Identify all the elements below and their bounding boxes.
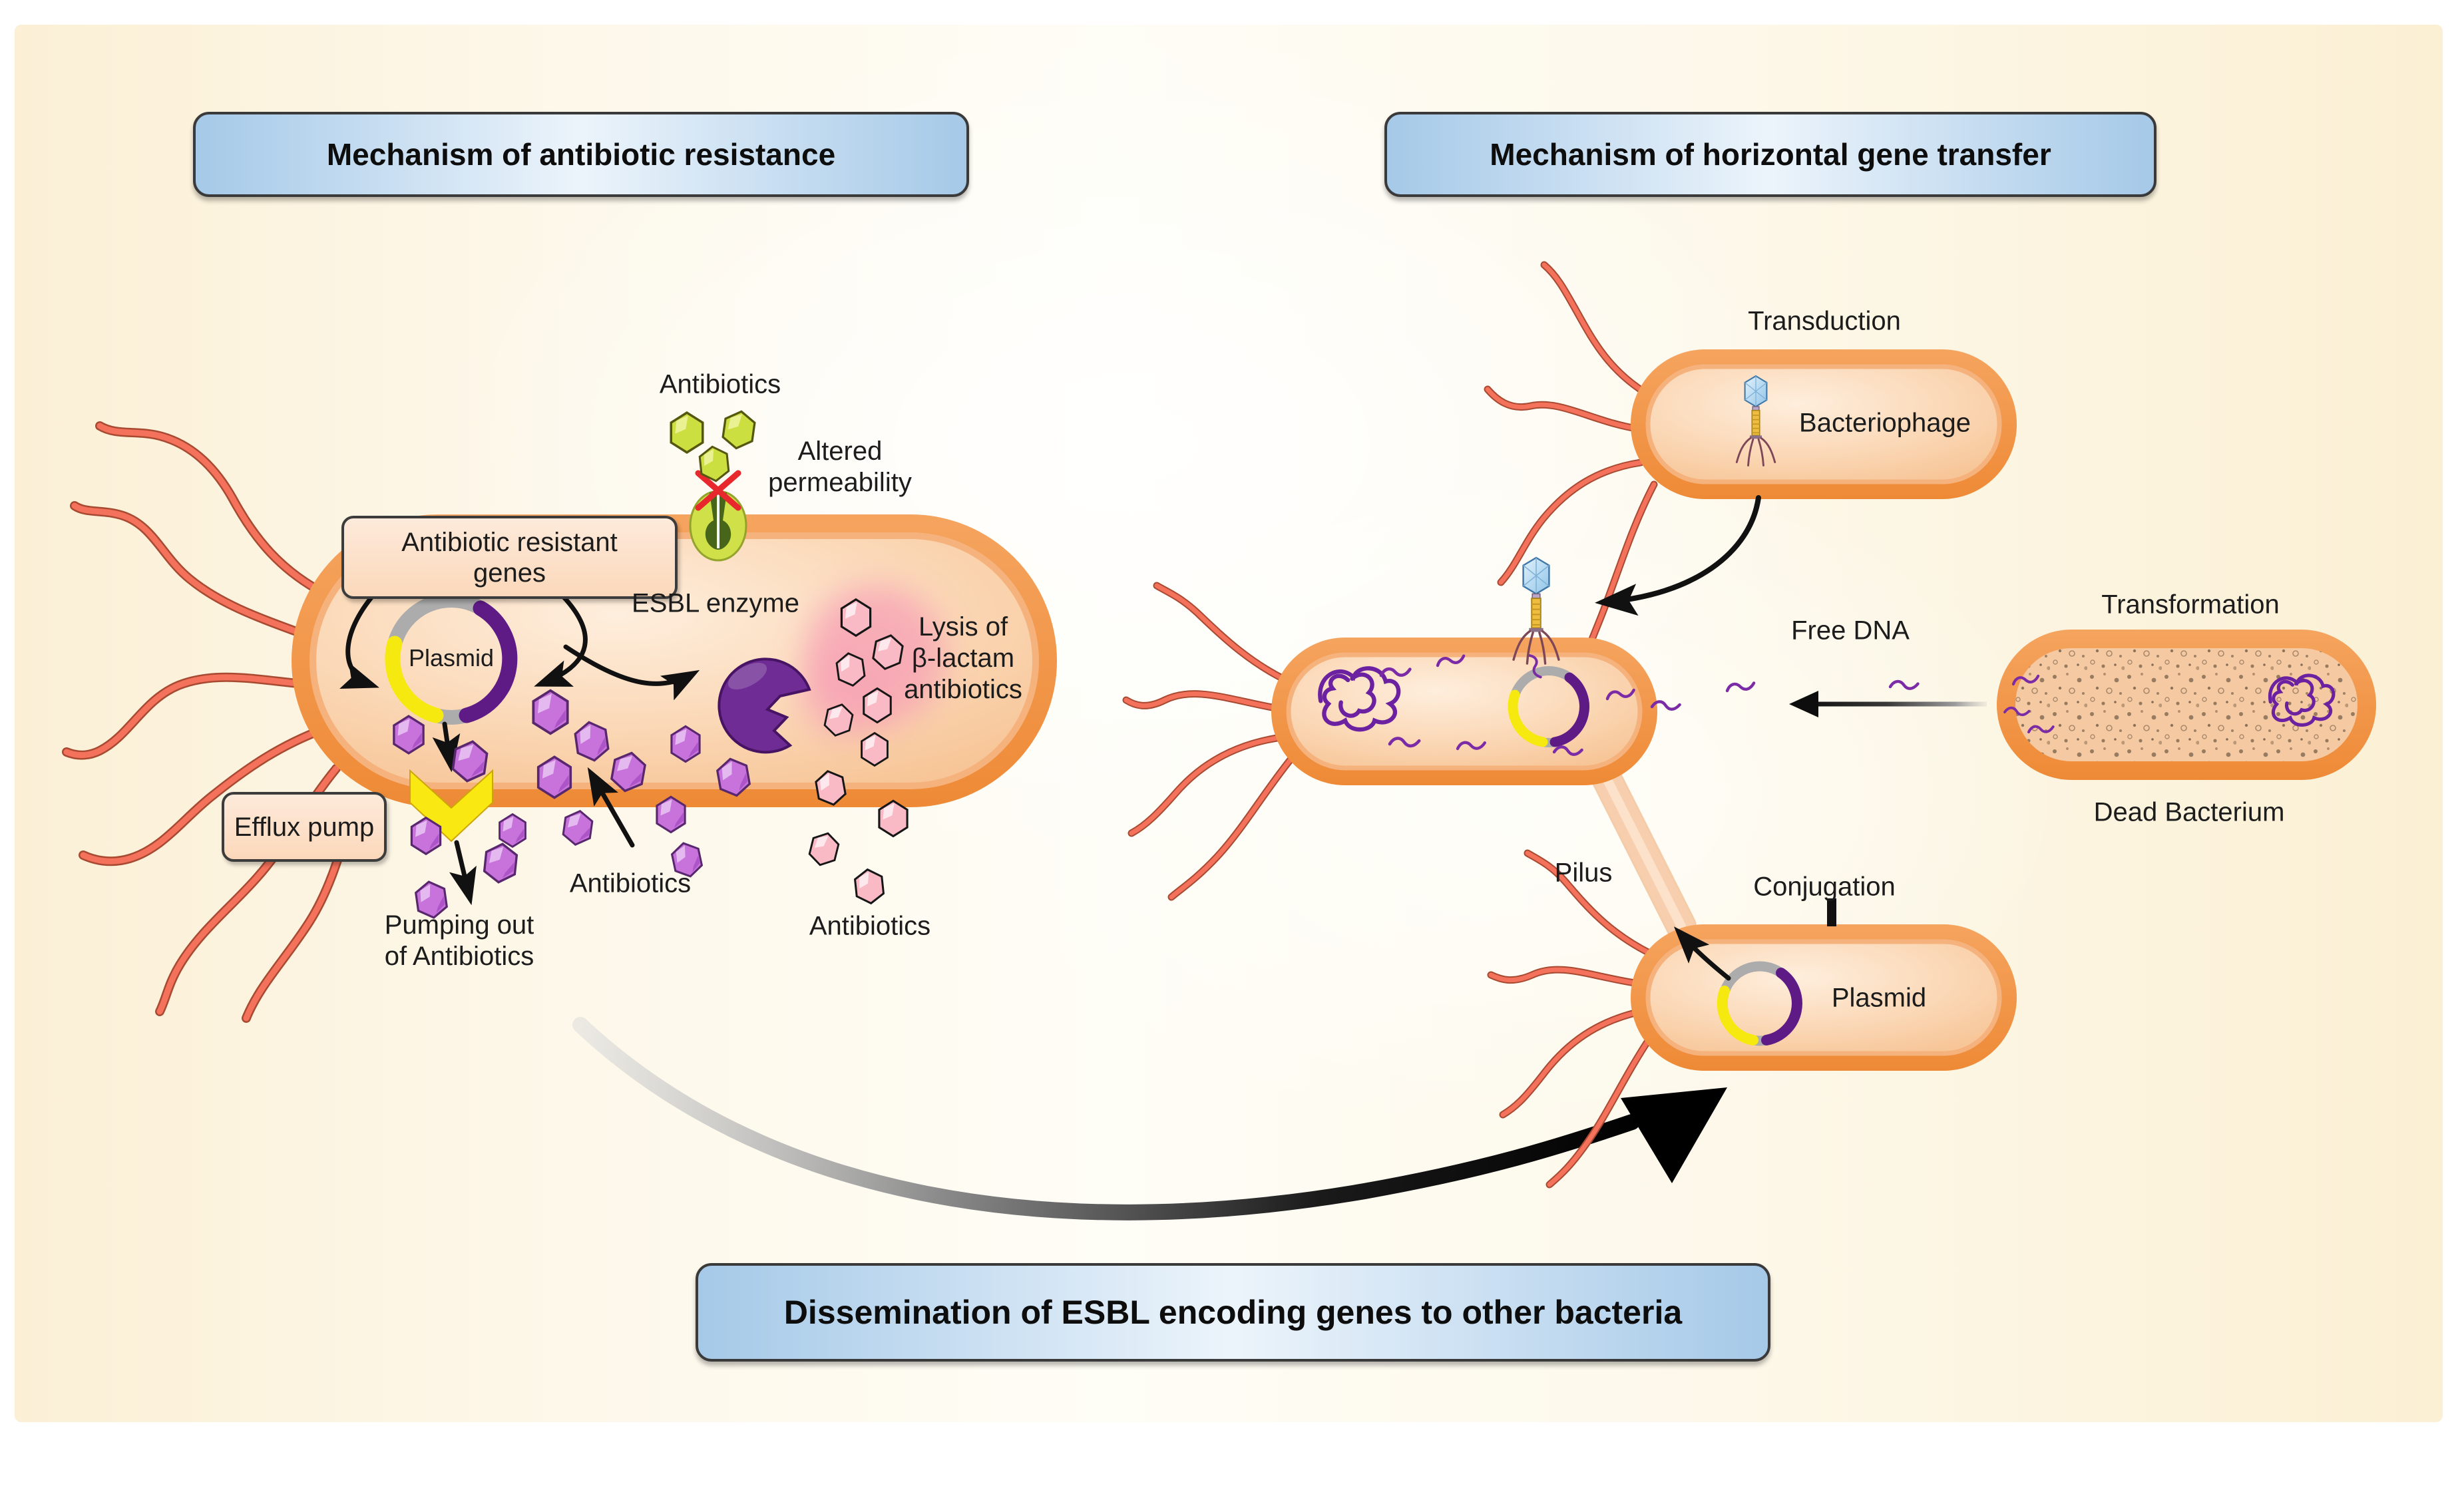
pilus bbox=[1587, 755, 1697, 942]
label-altered-permeability: Altered permeability bbox=[768, 436, 912, 497]
label-box-efflux-pump: Efflux pump bbox=[222, 792, 387, 862]
efflux-flow-arrows bbox=[449, 767, 635, 906]
plasmid-icon bbox=[385, 593, 518, 725]
dissemination-arrow bbox=[572, 1017, 1727, 1220]
label-free-dna: Free DNA bbox=[1791, 616, 1910, 646]
label-antibiotics-lysed: Antibiotics bbox=[809, 911, 931, 941]
header-horizontal-gene-transfer: Mechanism of horizontal gene transfer bbox=[1384, 112, 2156, 197]
label-plasmid-right: Plasmid bbox=[1831, 983, 1927, 1013]
label-conjugation: Conjugation bbox=[1753, 872, 1896, 902]
transduction-arrow bbox=[1595, 495, 1761, 616]
label-bacteriophage: Bacteriophage bbox=[1799, 408, 1971, 438]
flagella bbox=[1487, 849, 1655, 1189]
transduction-bacterium bbox=[1484, 261, 2017, 711]
label-antibiotics-top: Antibiotics bbox=[659, 369, 781, 399]
dead-bacterium bbox=[1997, 630, 2376, 780]
plasmid-transfer-arrow bbox=[1673, 926, 1731, 981]
label-box-antibiotic-resistant-genes: Antibiotic resistant genes bbox=[341, 516, 678, 599]
blocked-entry-x-icon bbox=[695, 470, 741, 511]
flagella bbox=[1122, 582, 1295, 901]
conjugation-pointer-tick bbox=[1827, 898, 1836, 926]
label-lysis: Lysis of β-lactam antibiotics bbox=[904, 612, 1022, 705]
label-transformation: Transformation bbox=[2101, 590, 2280, 620]
label-plasmid-left: Plasmid bbox=[408, 644, 495, 671]
antibiotic-hexagon bbox=[670, 411, 704, 454]
gene-flow-arrows bbox=[339, 592, 700, 773]
efflux-pump-icon bbox=[409, 769, 493, 842]
label-esbl-enzyme: ESBL enzyme bbox=[632, 588, 799, 618]
degraded-content-texture bbox=[2015, 648, 2358, 761]
plasmid-icon bbox=[1717, 961, 1802, 1046]
label-antibiotics-inner: Antibiotics bbox=[569, 868, 692, 898]
label-dead-bacterium: Dead Bacterium bbox=[2093, 797, 2285, 827]
green-antibiotic-hexagons bbox=[670, 408, 757, 484]
label-pilus: Pilus bbox=[1554, 858, 1613, 888]
recipient-bacterium bbox=[1122, 556, 1697, 942]
free-dna-arrow bbox=[1789, 691, 1987, 717]
porin-channel-icon bbox=[689, 490, 747, 562]
label-transduction: Transduction bbox=[1748, 306, 1901, 336]
plasmid-icon bbox=[1508, 666, 1589, 747]
label-pumping-out: Pumping out of Antibiotics bbox=[384, 910, 534, 971]
antibiotic-hexagon bbox=[720, 408, 757, 452]
conjugation-bacterium bbox=[1487, 849, 2017, 1189]
header-antibiotic-resistance: Mechanism of antibiotic resistance bbox=[193, 112, 969, 197]
esbl-enzyme-icon bbox=[718, 657, 811, 754]
header-dissemination: Dissemination of ESBL encoding genes to … bbox=[696, 1263, 1770, 1362]
